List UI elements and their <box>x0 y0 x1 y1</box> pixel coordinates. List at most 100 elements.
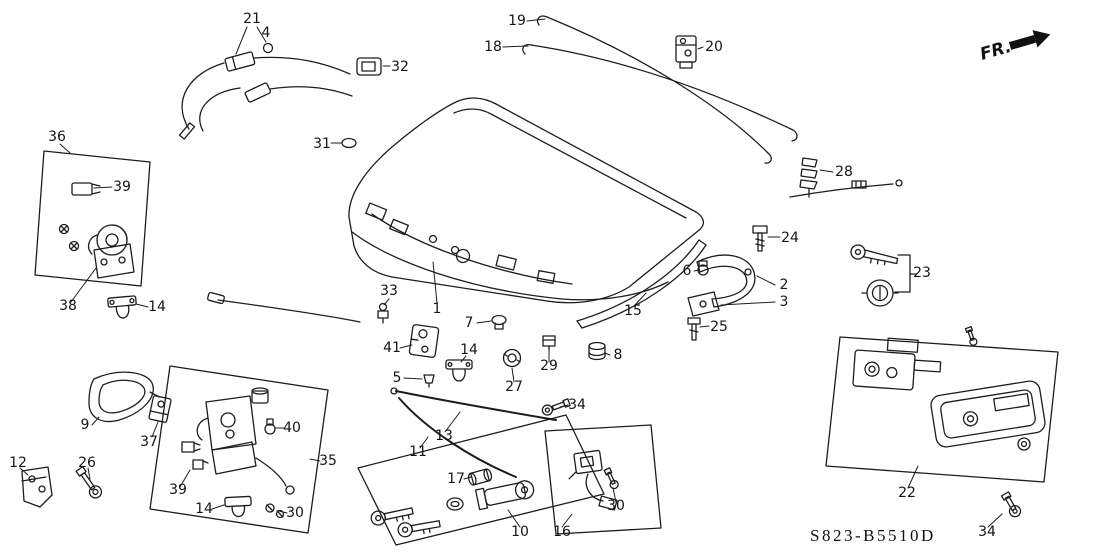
part-label-14-box35: 14 <box>195 501 213 517</box>
cylinder-17 <box>467 468 493 486</box>
clip-29 <box>542 335 556 351</box>
bracket-23 <box>894 254 915 293</box>
key-23 <box>850 244 899 266</box>
part-label-37: 37 <box>140 434 158 450</box>
bolt-garnish <box>1017 437 1031 451</box>
part-label-41: 41 <box>383 340 401 356</box>
part-label-21: 21 <box>243 11 261 27</box>
group-box-22 <box>825 325 1059 518</box>
plug-7 <box>491 314 507 330</box>
part-label-29: 29 <box>540 358 558 374</box>
part-label-40: 40 <box>283 420 301 436</box>
part-label-23: 23 <box>913 265 931 281</box>
part-label-11: 11 <box>409 444 427 460</box>
part-label-6: 6 <box>683 263 692 279</box>
part-label-14-center: 14 <box>460 342 478 358</box>
part-label-9: 9 <box>81 417 90 433</box>
part-label-18: 18 <box>484 39 502 55</box>
part-label-34-center: 34 <box>568 397 586 413</box>
striker-14-center <box>445 359 473 382</box>
grommet-8 <box>588 341 606 361</box>
striker-14-box35 <box>224 495 252 518</box>
screw-a <box>58 223 70 235</box>
part-label-35: 35 <box>319 453 337 469</box>
screw-34-top <box>964 325 978 346</box>
opener-handle-9 <box>88 371 160 423</box>
part-label-30-box35: 30 <box>286 505 304 521</box>
trunk-lid <box>348 97 705 304</box>
part-label-22: 22 <box>898 485 916 501</box>
screw-30-b <box>275 509 285 519</box>
screw-34-bottom <box>1000 491 1022 518</box>
group-box-16 <box>544 424 662 535</box>
cable-ring-4 <box>262 42 274 54</box>
latch-switch-20 <box>675 35 697 69</box>
part-label-1: 1 <box>433 301 442 317</box>
part-label-19: 19 <box>508 13 526 29</box>
part-label-33: 33 <box>380 283 398 299</box>
part-label-38: 38 <box>59 298 77 314</box>
bolt-25 <box>687 317 701 341</box>
trunk-garnish <box>930 380 1046 448</box>
opener-cable-assembly <box>178 42 353 140</box>
grommet-6 <box>697 260 709 276</box>
latch-bracket-41 <box>408 324 440 358</box>
group-box-10 <box>357 414 605 546</box>
fr-direction-arrow <box>1008 30 1051 50</box>
bolt-26 <box>75 466 103 499</box>
part-label-7: 7 <box>465 315 474 331</box>
bolt-24 <box>752 225 768 252</box>
clip-5 <box>423 374 435 388</box>
latch-38 <box>87 224 135 279</box>
bracket-12 <box>21 466 53 508</box>
key-a <box>370 507 414 526</box>
part-label-15: 15 <box>624 303 642 319</box>
leader-lines <box>19 18 1003 528</box>
cable-rear-section <box>207 291 361 323</box>
part-label-36: 36 <box>48 129 66 145</box>
clip-33 <box>377 302 389 324</box>
clip-39-a <box>181 441 201 453</box>
fr-direction-label: FR. <box>978 37 1014 65</box>
grommet-32 <box>356 57 382 76</box>
screw-34-center <box>541 398 571 416</box>
part-label-16: 16 <box>553 524 571 540</box>
clip-39-b <box>192 459 209 470</box>
part-label-8: 8 <box>614 347 623 363</box>
part-label-3: 3 <box>780 294 789 310</box>
rod-13 <box>390 387 557 421</box>
part-label-24: 24 <box>781 230 799 246</box>
screw-30-box16 <box>603 467 619 490</box>
part-label-34-bottom: 34 <box>978 524 996 540</box>
torsion-bar-lower <box>522 43 798 142</box>
part-label-30-box16: 30 <box>607 498 625 514</box>
rod-11 <box>398 397 517 478</box>
grommet-27 <box>502 348 522 368</box>
part-label-26: 26 <box>78 455 96 471</box>
part-label-12: 12 <box>9 455 27 471</box>
switch-body <box>568 449 603 480</box>
connector <box>598 495 618 511</box>
latch-mechanism <box>196 395 295 495</box>
diagram-code: S823-B5510D <box>810 526 936 545</box>
part-label-28: 28 <box>835 164 853 180</box>
part-label-5: 5 <box>393 370 402 386</box>
trunk-seal-weatherstrip <box>576 239 707 329</box>
part-label-39-upper: 39 <box>113 179 131 195</box>
grommet-box10 <box>446 497 464 511</box>
part-label-14-left: 14 <box>148 299 166 315</box>
part-label-13: 13 <box>435 428 453 444</box>
torsion-bar-upper <box>536 15 772 164</box>
lock-barrel <box>474 480 535 511</box>
part-label-20: 20 <box>705 39 723 55</box>
clip-39-upper <box>71 182 101 196</box>
part-label-2: 2 <box>780 277 789 293</box>
part-label-25: 25 <box>710 319 728 335</box>
screw-b <box>68 240 80 252</box>
group-box-36 <box>34 150 151 287</box>
part-label-27: 27 <box>505 379 523 395</box>
cap-40 <box>264 418 276 435</box>
screw-30-a <box>265 503 275 513</box>
lock-cylinder-23 <box>861 279 899 307</box>
